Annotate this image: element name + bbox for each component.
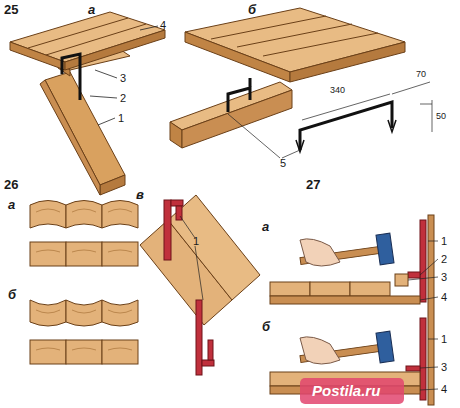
callout-number: 3 (441, 272, 447, 283)
figure-number: 25 (4, 3, 18, 16)
callout-number: 1 (441, 334, 447, 345)
callout-number: 1 (441, 236, 447, 247)
variant-letter: в (136, 188, 144, 201)
callout-number: 3 (441, 362, 447, 373)
dimension: 340 (330, 86, 345, 95)
callout-number: 1 (118, 113, 124, 124)
variant-letter: а (262, 220, 269, 233)
dimension: 70 (416, 70, 426, 79)
variant-letter: а (8, 198, 15, 211)
callout-number: 5 (280, 158, 286, 169)
callout-number: 4 (441, 384, 447, 395)
variant-letter: б (8, 288, 16, 301)
callout-number: 4 (441, 292, 447, 303)
callout-number: 4 (160, 20, 166, 31)
watermark: Postila.ru (312, 383, 380, 398)
variant-letter: а (88, 3, 95, 16)
callout-number: 3 (120, 73, 126, 84)
figure-number: 26 (4, 178, 18, 191)
callout-number: 1 (193, 236, 199, 247)
variant-letter: б (248, 3, 256, 16)
variant-letter: б (262, 320, 270, 333)
figure-number: 27 (306, 178, 320, 191)
callout-number: 2 (441, 254, 447, 265)
callout-number: 2 (120, 93, 126, 104)
dimension: 50 (436, 112, 446, 121)
